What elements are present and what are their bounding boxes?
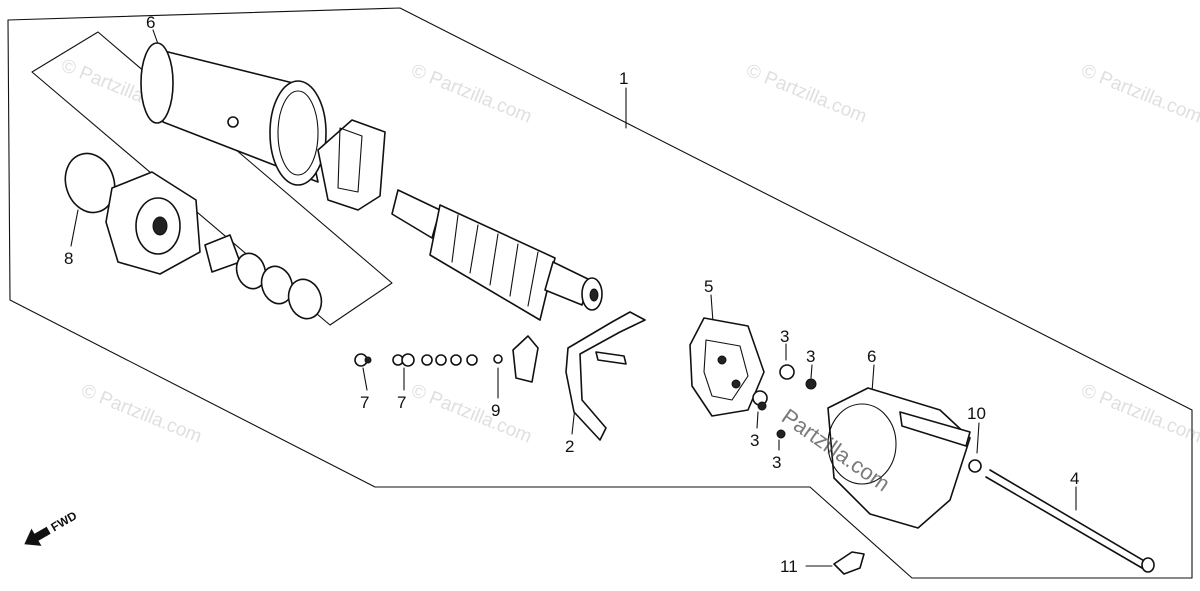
callout-5: 5 xyxy=(704,277,713,296)
callout-4: 4 xyxy=(1070,469,1079,488)
through-bolt[interactable] xyxy=(985,469,1155,573)
small-nut-set[interactable] xyxy=(752,364,817,439)
rear-cover[interactable] xyxy=(827,387,971,529)
callout-7-a: 7 xyxy=(360,393,369,412)
callout-3-c: 3 xyxy=(750,431,759,450)
callout-3-d: 3 xyxy=(772,453,781,472)
assembly-outline xyxy=(7,7,1193,579)
mounting-bolt[interactable] xyxy=(833,551,865,575)
callout-1: 1 xyxy=(619,69,628,88)
armature[interactable] xyxy=(391,189,603,321)
fwd-arrow: FWD xyxy=(24,508,80,546)
callout-8: 8 xyxy=(64,249,73,268)
callout-3-a: 3 xyxy=(780,327,789,346)
shim-washers[interactable] xyxy=(204,234,326,323)
o-ring[interactable] xyxy=(58,147,122,219)
callout-11: 11 xyxy=(780,557,798,576)
terminal-insulator[interactable] xyxy=(512,335,539,383)
callout-7-b: 7 xyxy=(397,393,406,412)
magnet-cage[interactable] xyxy=(317,119,386,211)
washer-10[interactable] xyxy=(968,459,982,473)
leader-lines xyxy=(70,29,1077,567)
front-cover[interactable] xyxy=(105,171,201,275)
nut-washer-row[interactable] xyxy=(354,353,503,367)
watermark: © Partzilla.com xyxy=(743,60,870,127)
watermark: © Partzilla.com xyxy=(408,380,535,447)
callout-6-right: 6 xyxy=(867,347,876,366)
watermark: © Partzilla.com xyxy=(1078,380,1200,447)
callout-6-top: 6 xyxy=(146,13,155,32)
callout-2: 2 xyxy=(565,437,574,456)
watermark: © Partzilla.com xyxy=(408,60,535,127)
brush-terminal-set[interactable] xyxy=(565,311,646,441)
callout-labels: 1 6 8 5 3 3 6 7 7 9 3 2 3 10 4 11 xyxy=(64,13,1079,576)
yoke-housing[interactable] xyxy=(140,42,327,186)
watermark: © Partzilla.com xyxy=(1078,60,1200,127)
callout-9: 9 xyxy=(491,401,500,420)
brush-holder[interactable] xyxy=(689,317,765,417)
callout-10: 10 xyxy=(967,404,986,423)
callout-3-b: 3 xyxy=(806,347,815,366)
fwd-label: FWD xyxy=(49,508,80,534)
